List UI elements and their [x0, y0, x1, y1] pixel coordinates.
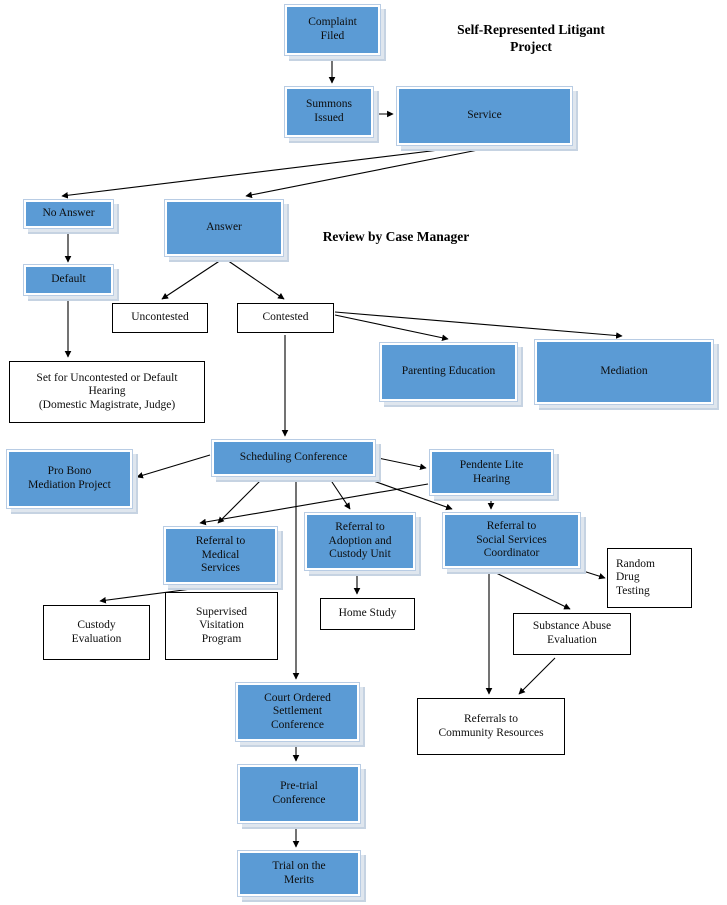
edge-substance-to-community — [518, 657, 556, 695]
node-pendente-lite-hearing[interactable]: Pendente Lite Hearing — [430, 450, 553, 495]
node-home-study[interactable]: Home Study — [320, 598, 415, 630]
node-scheduling-conference[interactable]: Scheduling Conference — [212, 440, 375, 476]
edge-social-to-substance — [489, 569, 571, 610]
node-no-answer[interactable]: No Answer — [24, 200, 113, 228]
node-random-drug-testing[interactable]: Random Drug Testing — [607, 548, 692, 608]
node-complaint-filed[interactable]: Complaint Filed — [285, 5, 380, 55]
node-answer[interactable]: Answer — [165, 200, 283, 256]
node-mediation[interactable]: Mediation — [535, 340, 713, 404]
node-referral-medical-services[interactable]: Referral to Medical Services — [164, 527, 277, 584]
edge-answer-to-uncontested — [161, 257, 225, 300]
edge-scheduling-to-medical — [217, 478, 263, 524]
main-title: Self-Represented Litigant Project — [457, 22, 605, 54]
node-set-for-hearing[interactable]: Set for Uncontested or Default Hearing (… — [9, 361, 205, 423]
edge-social-to-drug-testing — [579, 569, 606, 580]
node-trial-on-the-merits[interactable]: Trial on the Merits — [238, 851, 360, 896]
node-parenting-education[interactable]: Parenting Education — [380, 343, 517, 401]
node-default[interactable]: Default — [24, 265, 113, 295]
node-referral-social-services[interactable]: Referral to Social Services Coordinator — [443, 513, 580, 568]
node-court-ordered-settlement[interactable]: Court Ordered Settlement Conference — [236, 683, 359, 741]
case-manager-note: Review by Case Manager — [322, 229, 470, 244]
edge-answer-to-contested — [223, 257, 285, 300]
node-referral-adoption-custody[interactable]: Referral to Adoption and Custody Unit — [305, 513, 415, 570]
node-custody-evaluation[interactable]: Custody Evaluation — [43, 605, 150, 660]
edge-service-to-no-answer — [61, 145, 473, 199]
node-service[interactable]: Service — [397, 87, 572, 145]
edge-scheduling-to-adoption — [329, 478, 351, 510]
node-pre-trial-conference[interactable]: Pre-trial Conference — [238, 765, 360, 823]
node-pro-bono-mediation-project[interactable]: Pro Bono Mediation Project — [7, 450, 132, 508]
node-substance-abuse-evaluation[interactable]: Substance Abuse Evaluation — [513, 613, 631, 655]
edge-scheduling-to-pro-bono — [136, 454, 211, 479]
edge-service-to-answer — [245, 149, 479, 199]
node-summons-issued[interactable]: Summons Issued — [285, 87, 373, 137]
node-contested[interactable]: Contested — [237, 303, 334, 333]
edge-contested-to-parenting — [334, 314, 449, 341]
edge-scheduling-to-pendente — [377, 457, 427, 471]
edge-contested-to-mediation — [334, 311, 623, 339]
node-uncontested[interactable]: Uncontested — [112, 303, 208, 333]
node-supervised-visitation[interactable]: Supervised Visitation Program — [165, 592, 278, 660]
node-referrals-community[interactable]: Referrals to Community Resources — [417, 698, 565, 755]
